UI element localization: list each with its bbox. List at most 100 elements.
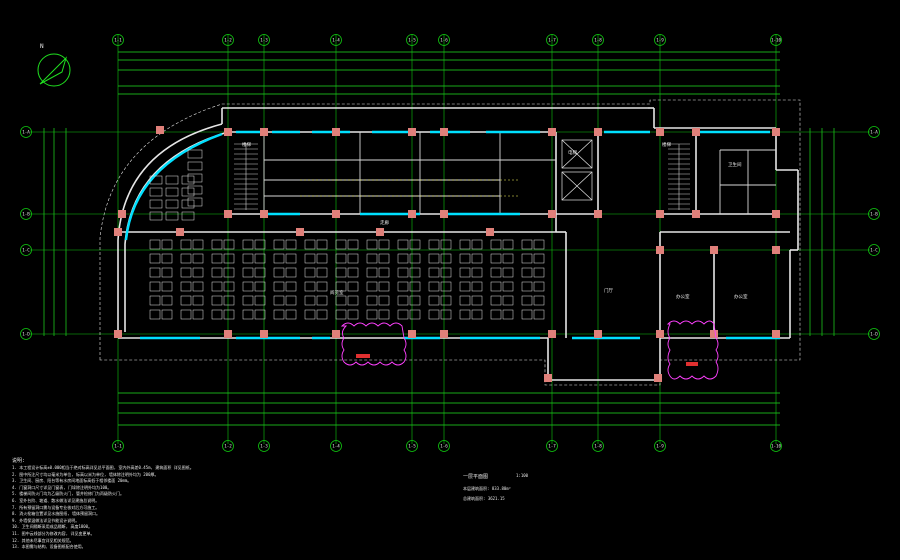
desk <box>161 239 173 250</box>
axis-label: 1-7 <box>548 444 556 449</box>
column <box>408 330 416 338</box>
desk <box>409 239 421 250</box>
top-dimension-lines <box>118 51 780 95</box>
column <box>260 210 268 218</box>
desk <box>366 309 378 320</box>
desk <box>180 281 192 292</box>
desk <box>397 295 409 306</box>
desk <box>223 239 235 250</box>
desk <box>428 267 440 278</box>
desk <box>409 267 421 278</box>
column <box>772 246 780 254</box>
desk <box>490 295 502 306</box>
desk <box>490 309 502 320</box>
room-label-toilet: 卫生间 <box>728 161 742 168</box>
desk <box>397 239 409 250</box>
left-axis-bubbles: 1-A1-B1-C1-D <box>20 126 32 340</box>
desk <box>242 267 254 278</box>
axis-label: 1-D <box>870 332 878 337</box>
note-line: 4. 门窗洞口尺寸详见门窗表, 门垛除注明外均为100。 <box>12 484 112 490</box>
desk <box>533 281 545 292</box>
desk <box>192 253 204 264</box>
interior-partitions <box>263 132 776 214</box>
stair-treads <box>234 143 690 210</box>
desk <box>165 187 179 197</box>
desk <box>409 309 421 320</box>
column <box>544 374 552 382</box>
exterior-walls <box>117 107 799 381</box>
desk <box>316 309 328 320</box>
desk <box>149 253 161 264</box>
desk <box>187 149 203 159</box>
column <box>710 246 718 254</box>
desk <box>533 239 545 250</box>
desk <box>149 187 163 197</box>
desk <box>533 309 545 320</box>
desk <box>440 309 452 320</box>
desk <box>161 281 173 292</box>
axis-bubble <box>20 328 32 340</box>
desk <box>397 253 409 264</box>
desk <box>223 295 235 306</box>
desk <box>502 267 514 278</box>
axis-bubble <box>438 34 450 46</box>
desk <box>397 309 409 320</box>
desk <box>502 281 514 292</box>
desk <box>223 309 235 320</box>
notes-title: 说明: <box>12 458 26 464</box>
desk <box>223 267 235 278</box>
axis-bubble <box>112 440 124 452</box>
desk <box>471 281 483 292</box>
desk <box>428 239 440 250</box>
desk <box>316 295 328 306</box>
desk <box>521 253 533 264</box>
axis-bubble <box>406 440 418 452</box>
axis-label: 1-6 <box>440 38 448 43</box>
desk <box>254 295 266 306</box>
axis-label: 1-3 <box>260 38 268 43</box>
desk <box>490 253 502 264</box>
axis-label: 1-6 <box>440 444 448 449</box>
desk <box>187 173 203 183</box>
desk <box>149 239 161 250</box>
desk <box>192 281 204 292</box>
desk <box>192 309 204 320</box>
column <box>594 330 602 338</box>
room-label-hall: 门厅 <box>604 287 613 294</box>
axis-label: 1-2 <box>224 38 232 43</box>
column <box>224 210 232 218</box>
desk <box>471 253 483 264</box>
bottom-dimension-lines <box>118 392 780 426</box>
axis-label: 1-9 <box>656 38 664 43</box>
desk <box>254 309 266 320</box>
desk <box>149 295 161 306</box>
desk <box>211 281 223 292</box>
column <box>408 128 416 136</box>
desk <box>490 281 502 292</box>
axis-label: 1-A <box>22 130 30 135</box>
desk <box>335 253 347 264</box>
desk <box>316 253 328 264</box>
axis-label: 1-10 <box>771 444 782 449</box>
desk <box>335 309 347 320</box>
column <box>296 228 304 236</box>
desk <box>273 281 285 292</box>
axis-label: 1-C <box>870 248 878 253</box>
desk <box>149 281 161 292</box>
desk <box>459 267 471 278</box>
desk <box>533 253 545 264</box>
desk <box>304 239 316 250</box>
column <box>548 128 556 136</box>
desk <box>533 267 545 278</box>
room-label-office-1: 办公室 <box>676 293 690 300</box>
total-area-text: 总建筑面积: 3621.15 <box>463 496 505 501</box>
note-line: 6. 室外台阶、坡道、散水做法详见建施总说明。 <box>12 497 100 503</box>
desk <box>440 239 452 250</box>
column <box>408 210 416 218</box>
column <box>486 228 494 236</box>
axis-bubble <box>20 208 32 220</box>
axis-bubble <box>330 440 342 452</box>
design-notes: 说明: 1. 本工程设计标高±0.000相当于绝对标高详见总平面图, 室内外高差… <box>12 458 312 551</box>
axis-label: 1-7 <box>548 38 556 43</box>
